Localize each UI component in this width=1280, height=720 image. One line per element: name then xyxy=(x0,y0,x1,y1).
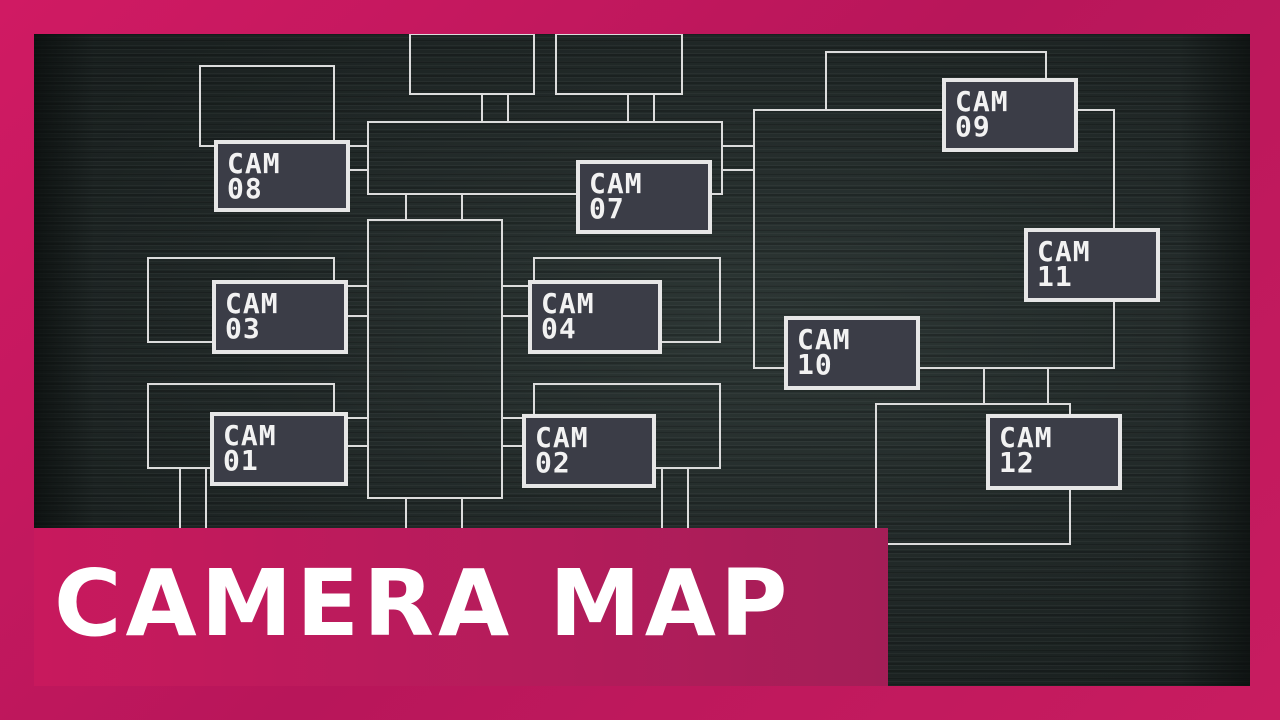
camera-button-number: 11 xyxy=(1037,260,1073,293)
camera-button-label: CAM xyxy=(797,323,851,356)
camera-button-cam-03[interactable]: CAM 03 xyxy=(212,280,348,354)
camera-button-cam-10[interactable]: CAM 10 xyxy=(784,316,920,390)
camera-button-number: 09 xyxy=(955,110,991,143)
camera-button-cam-08[interactable]: CAM 08 xyxy=(214,140,350,212)
room-outline xyxy=(409,34,535,95)
camera-button-number: 12 xyxy=(999,446,1035,479)
camera-button-cam-12[interactable]: CAM 12 xyxy=(986,414,1122,490)
title-banner: CAMERA MAP xyxy=(34,528,888,686)
screen-vignette-right xyxy=(1180,34,1250,686)
camera-button-cam-07[interactable]: CAM 07 xyxy=(576,160,712,234)
camera-button-number: 07 xyxy=(589,192,625,225)
room-outline xyxy=(555,34,683,95)
page-title: CAMERA MAP xyxy=(54,550,792,657)
camera-monitor-screen: CAM 08 CAM 07 CAM 09 CAM 11 CAM 03 CAM 0… xyxy=(34,34,1250,686)
camera-button-number: 02 xyxy=(535,446,571,479)
camera-button-label: CAM xyxy=(227,147,281,180)
camera-button-number: 03 xyxy=(225,312,261,345)
camera-button-label: CAM xyxy=(1037,235,1091,268)
camera-button-cam-01[interactable]: CAM 01 xyxy=(210,412,348,486)
camera-button-label: CAM xyxy=(999,421,1053,454)
room-outline xyxy=(367,121,723,195)
camera-button-label: CAM xyxy=(225,287,279,320)
camera-button-cam-11[interactable]: CAM 11 xyxy=(1024,228,1160,302)
camera-button-label: CAM xyxy=(535,421,589,454)
camera-button-label: CAM xyxy=(223,419,277,452)
camera-button-label: CAM xyxy=(541,287,595,320)
camera-button-label: CAM xyxy=(589,167,643,200)
camera-button-label: CAM xyxy=(955,85,1009,118)
room-outline xyxy=(199,65,335,147)
room-outline xyxy=(367,219,503,499)
camera-button-cam-04[interactable]: CAM 04 xyxy=(528,280,662,354)
camera-button-cam-02[interactable]: CAM 02 xyxy=(522,414,656,488)
camera-button-number: 08 xyxy=(227,172,263,205)
camera-button-number: 01 xyxy=(223,444,259,477)
camera-button-number: 10 xyxy=(797,348,833,381)
camera-button-cam-09[interactable]: CAM 09 xyxy=(942,78,1078,152)
camera-button-number: 04 xyxy=(541,312,577,345)
